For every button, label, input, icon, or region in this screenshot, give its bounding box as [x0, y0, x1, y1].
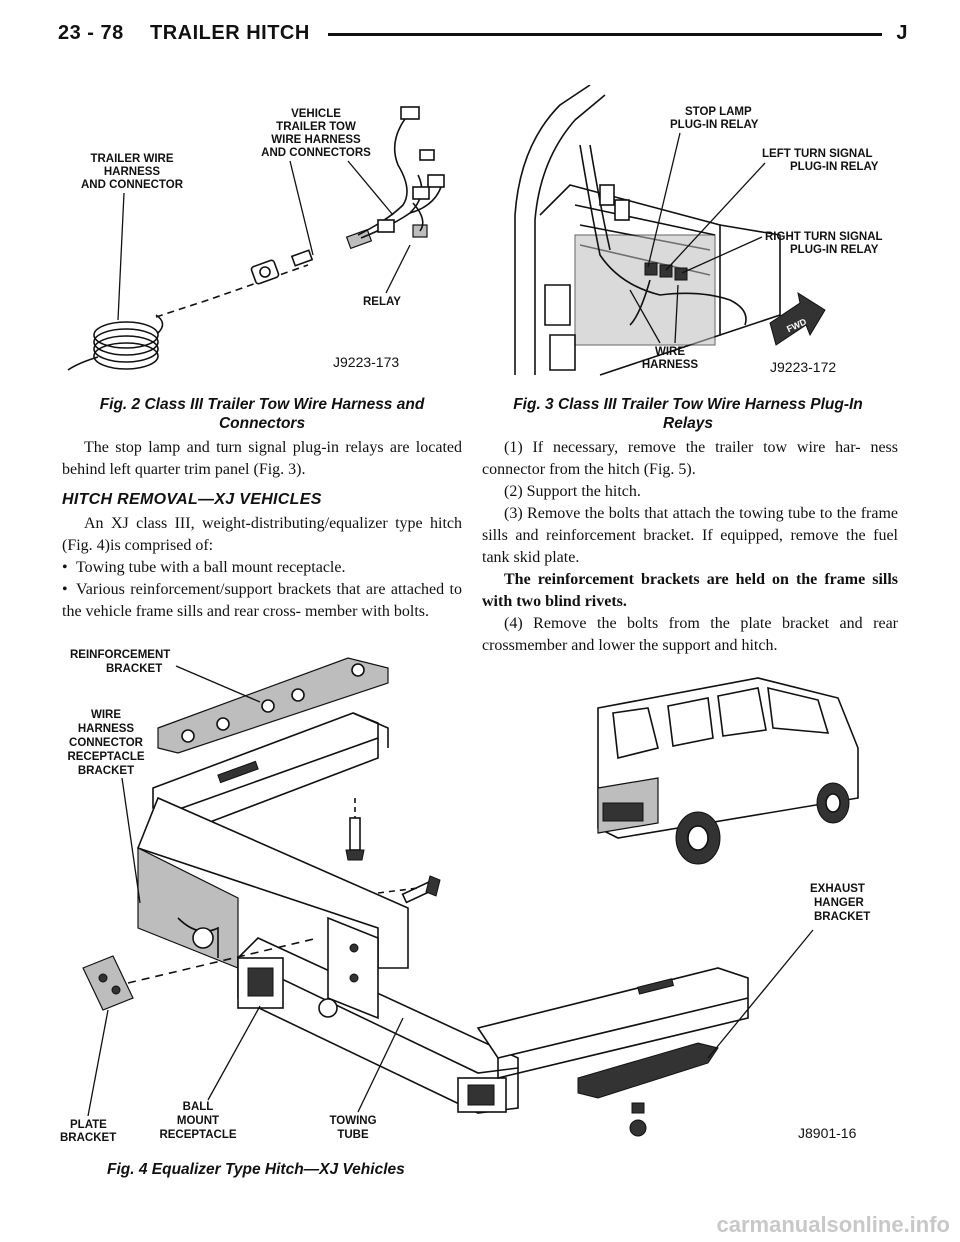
label-relay: RELAY: [363, 296, 401, 308]
bullet-text-2: Various reinforcement/support brackets t…: [62, 581, 462, 620]
exhaust-rail-drawing: [476, 967, 749, 1080]
vehicle-harness-drawing: [357, 106, 445, 239]
label-vehicle-harness-4: AND CONNECTORS: [261, 147, 371, 159]
reinforcement-bracket-drawing: [157, 657, 389, 754]
label-wire-harness-2: HARNESS: [642, 359, 699, 371]
label-reinforcement-1: REINFORCEMENT: [70, 649, 170, 661]
exhaust-hanger-drawing: [577, 1042, 719, 1137]
fig2-caption: Fig. 2 Class III Trailer Tow Wire Harnes…: [62, 395, 462, 433]
right-text-column: (1) If necessary, remove the trailer tow…: [482, 437, 898, 657]
fig4-id: J8901-16: [798, 1125, 857, 1141]
section-heading: HITCH REMOVAL—XJ VEHICLES: [62, 491, 322, 508]
section-title: TRAILER HITCH: [150, 22, 310, 44]
label-towing-tube-2: TUBE: [337, 1129, 369, 1141]
rivet-note: The reinforcement brackets are held on t…: [482, 571, 898, 610]
label-ball-mount-1: BALL: [183, 1101, 214, 1113]
label-trailer-harness-3: AND CONNECTOR: [81, 179, 184, 191]
label-wire-connector-3: CONNECTOR: [69, 737, 144, 749]
header-marker: J: [896, 22, 908, 44]
step-1: (1) If necessary, remove the trailer tow…: [482, 439, 898, 478]
label-towing-tube-1: TOWING: [329, 1115, 376, 1127]
fig2-id: J9223-173: [333, 354, 399, 370]
label-right-turn-2: PLUG-IN RELAY: [790, 244, 879, 256]
bolt-icon: [345, 817, 365, 861]
intro-paragraph: The stop lamp and turn signal plug-in re…: [62, 439, 462, 478]
fig2-illustration: VEHICLE TRAILER TOW WIRE HARNESS AND CON…: [58, 95, 458, 385]
label-wire-connector-4: RECEPTACLE: [67, 751, 144, 763]
plate-bracket-drawing: [82, 955, 134, 1011]
label-reinforcement-2: BRACKET: [106, 663, 162, 675]
label-wire-connector-2: HARNESS: [78, 723, 135, 735]
label-exhaust-1: EXHAUST: [810, 883, 865, 895]
coiled-cable-drawing: [67, 314, 164, 371]
fig2-caption-line2: Connectors: [218, 415, 306, 432]
label-vehicle-harness-3: WIRE HARNESS: [271, 134, 361, 146]
step-3: (3) Remove the bolts that attach the tow…: [482, 505, 898, 566]
fig4-caption: Fig. 4 Equalizer Type Hitch—XJ Vehicles: [107, 1161, 405, 1178]
side-bolt-icon: [401, 875, 441, 904]
upright-plate-drawing: [327, 916, 379, 1020]
label-left-turn-2: PLUG-IN RELAY: [790, 161, 879, 173]
fig3-caption-line2: Relays: [663, 415, 713, 432]
bullet-text-1: Towing tube with a ball mount receptacle…: [76, 559, 346, 576]
label-ball-mount-3: RECEPTACLE: [159, 1129, 236, 1141]
label-plate-2: BRACKET: [60, 1132, 116, 1144]
fig4-illustration: REINFORCEMENT BRACKET WIRE HARNESS CONNE…: [58, 638, 898, 1148]
bullet-item-1: • Towing tube with a ball mount receptacl…: [62, 557, 462, 579]
page-number: 23 - 78: [58, 22, 124, 44]
fig3-id: J9223-172: [770, 359, 836, 375]
label-trailer-harness-1: TRAILER WIRE: [90, 153, 173, 165]
bullet-dot: •: [62, 581, 68, 598]
left-text-column: The stop lamp and turn signal plug-in re…: [62, 437, 462, 623]
label-wire-connector-1: WIRE: [91, 709, 121, 721]
label-vehicle-harness-2: TRAILER TOW: [276, 121, 356, 133]
fig3-illustration: FWD STOP LAMP PLUG-IN RELAY LEFT TURN SI…: [480, 85, 900, 385]
label-exhaust-2: HANGER: [814, 897, 865, 909]
label-vehicle-harness-1: VEHICLE: [291, 108, 341, 120]
step-2: (2) Support the hitch.: [504, 483, 641, 500]
label-wire-connector-5: BRACKET: [78, 765, 134, 777]
label-ball-mount-2: MOUNT: [177, 1115, 219, 1127]
page-header: 23 - 78 TRAILER HITCH J: [58, 22, 908, 52]
watermark: carmanualsonline.info: [716, 1212, 951, 1237]
towing-tube-drawing: [237, 937, 519, 1114]
label-trailer-harness-2: HARNESS: [104, 166, 161, 178]
label-plate-1: PLATE: [70, 1119, 107, 1131]
fig3-caption: Fig. 3 Class III Trailer Tow Wire Harnes…: [478, 395, 898, 433]
label-stop-lamp-1: STOP LAMP: [685, 106, 752, 118]
jeep-vehicle-drawing: [597, 677, 859, 865]
fig2-caption-line1: Fig. 2 Class III Trailer Tow Wire Harnes…: [99, 396, 425, 413]
label-right-turn-1: RIGHT TURN SIGNAL: [765, 231, 883, 243]
label-stop-lamp-2: PLUG-IN RELAY: [670, 119, 759, 131]
header-rule: [328, 33, 882, 36]
label-exhaust-3: BRACKET: [814, 911, 870, 923]
bullet-item-2: •Various reinforcement/support brackets …: [62, 579, 462, 623]
step-4: (4) Remove the bolts from the plate brac…: [482, 615, 898, 654]
fig3-caption-line1: Fig. 3 Class III Trailer Tow Wire Harnes…: [513, 396, 863, 413]
crossmember-drawing: [136, 796, 409, 969]
hitch-description: An XJ class III, weight-distributing/equ…: [62, 515, 462, 554]
label-left-turn-1: LEFT TURN SIGNAL: [762, 148, 873, 160]
trailer-connector-drawing: [250, 228, 373, 285]
fwd-arrow-icon: FWD: [769, 291, 826, 346]
bullet-dot: •: [62, 559, 68, 576]
label-wire-harness-1: WIRE: [655, 346, 685, 358]
